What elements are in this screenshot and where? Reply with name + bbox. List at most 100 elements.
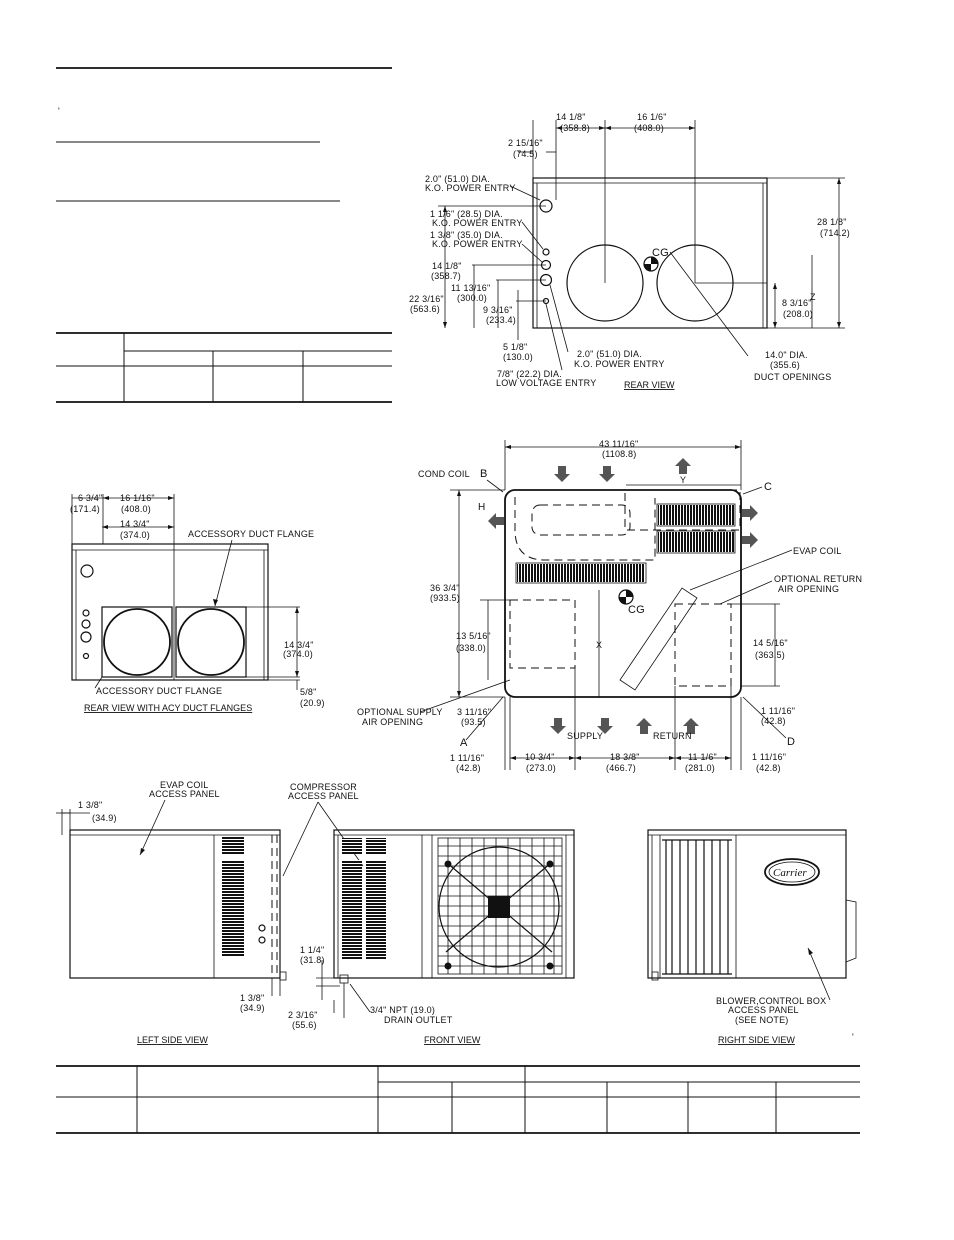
top-b-label: B [480, 468, 488, 480]
rear-dim-8-3-16-mm: (208.0) [783, 309, 813, 319]
right-blower-c: (SEE NOTE) [735, 1015, 789, 1025]
left-evap-access: EVAP COIL [160, 780, 209, 790]
rear-dim-5-1-8: 5 1/8" [503, 342, 527, 352]
top-c-label: C [764, 481, 772, 493]
carrier-logo-text: Carrier [773, 867, 807, 879]
top-dim-11-1-6-mm: (281.0) [685, 763, 715, 773]
top-opt-return: OPTIONAL RETURN [774, 574, 862, 584]
flange-dim-14-3-4-h: 14 3/4" [284, 640, 314, 650]
top-dim-36-3-4-mm: (933.5) [430, 593, 460, 603]
rear-ko-1-3-8-b: K.O. POWER ENTRY [432, 239, 523, 249]
small-table [56, 332, 392, 403]
rear-flange-view-title: REAR VIEW WITH ACY DUCT FLANGES [84, 703, 252, 713]
condenser-fan-grille [438, 838, 562, 974]
rear-ko-2-0-b: 2.0" (51.0) DIA. [577, 349, 642, 359]
top-dim-1-11-16-a-mm: (42.8) [456, 763, 481, 773]
top-dim-18-3-8: 18 3/8" [610, 752, 640, 762]
top-dim-1-11-16-b-mm: (42.8) [756, 763, 781, 773]
top-dim-1-11-16-a: 1 11/16" [450, 753, 484, 763]
carrier-logo [764, 858, 820, 886]
rear-dim-11-13-16-mm: (300.0) [457, 293, 487, 303]
flange-dim-14-3-4-w: 14 3/4" [120, 519, 150, 529]
front-view: 1 1/4" (31.8) 2 3/16" (55.6) 3/4" NPT (1… [288, 829, 575, 1045]
rear-dim-28-1-8-mm: (714.2) [820, 228, 850, 238]
flange-callout-top: ACCESSORY DUCT FLANGE [188, 529, 314, 539]
top-dim-36-3-4: 36 3/4" [430, 583, 460, 593]
left-dim-1-3-8-bot: 1 3/8" [240, 993, 264, 1003]
right-blower-b: ACCESS PANEL [728, 1005, 799, 1015]
rear-dim-14-1-8-h: 14 1/8" [432, 261, 462, 271]
rear-view-title: REAR VIEW [624, 380, 675, 390]
top-view: CG 43 11/16" (1108.8) Y 36 3/4" (933.5) … [357, 439, 862, 773]
rear-ko-1-1-6-b: K.O. POWER ENTRY [432, 218, 523, 228]
top-dim-3-11-16-mm: (93.5) [461, 717, 486, 727]
top-return-label: RETURN [653, 731, 692, 741]
rear-dim-16-1-6: 16 1/6" [637, 112, 667, 122]
left-dim-1-3-8-top-mm: (34.9) [92, 813, 117, 823]
rear-duct-14-b: DUCT OPENINGS [754, 372, 831, 382]
rear-dim-5-1-8-mm: (130.0) [503, 352, 533, 362]
rear-ko-2-0-a-b: K.O. POWER ENTRY [425, 183, 516, 193]
rear-dim-9-3-16: 9 3/16" [483, 305, 513, 315]
left-side-view: 1 3/8" (34.9) 1 3/8" (34.9) EVAP COIL AC… [56, 780, 364, 1045]
top-evap-coil: EVAP COIL [793, 546, 842, 556]
flange-callout-bottom: ACCESSORY DUCT FLANGE [96, 686, 222, 696]
top-opt-return-b: AIR OPENING [778, 584, 839, 594]
top-dim-1-11-16-c: 1 11/16" [761, 706, 795, 716]
rear-z-label: Z [810, 292, 816, 302]
flange-dim-14-3-4-w-mm: (374.0) [120, 530, 150, 540]
flange-dim-6-3-4-mm: (171.4) [70, 504, 100, 514]
rear-dim-8-3-16: 8 3/16" [782, 298, 812, 308]
rear-ko-1-1-6: 1 1/6" (28.5) DIA. [430, 209, 503, 219]
stray-mark-right: ' [852, 1032, 854, 1042]
rear-dim-14-1-8: 14 1/8" [556, 112, 586, 122]
rear-lv-7-8-b: LOW VOLTAGE ENTRY [496, 378, 596, 388]
header-rules: ' [56, 67, 392, 202]
top-dim-43-11-16: 43 11/16" [599, 439, 638, 449]
rear-dim-14-1-8-mm: (358.8) [560, 123, 590, 133]
flange-dim-14-3-4-h-mm: (374.0) [283, 649, 313, 659]
front-dim-1-1-4: 1 1/4" [300, 945, 324, 955]
top-dim-11-1-6: 11 1/6" [688, 752, 717, 762]
top-x-label: X [596, 640, 602, 650]
flange-dim-5-8: 5/8" [300, 687, 317, 697]
top-dim-3-11-16: 3 11/16" [457, 707, 491, 717]
front-view-title: FRONT VIEW [424, 1035, 481, 1045]
rear-dim-2-15-16: 2 15/16" [508, 138, 543, 148]
top-dim-43-11-16-mm: (1108.8) [602, 449, 636, 459]
left-dim-1-3-8-top: 1 3/8" [78, 800, 102, 810]
flange-dim-16-1-16: 16 1/16" [120, 493, 155, 503]
top-supply-label: SUPPLY [567, 731, 603, 741]
top-h-label: H [478, 502, 485, 513]
rear-ko-2-0-a: 2.0" (51.0) DIA. [425, 174, 490, 184]
rear-ko-2-0-b-b: K.O. POWER ENTRY [574, 359, 665, 369]
left-side-view-title: LEFT SIDE VIEW [137, 1035, 208, 1045]
top-cg-label: CG [628, 604, 645, 616]
rear-ko-1-3-8: 1 3/8" (35.0) DIA. [430, 230, 503, 240]
right-side-view-title: RIGHT SIDE VIEW [718, 1035, 795, 1045]
top-cond-coil: COND COIL [418, 469, 470, 479]
left-dim-1-3-8-bot-mm: (34.9) [240, 1003, 265, 1013]
top-dim-10-3-4: 10 3/4" [525, 752, 555, 762]
flange-dim-16-1-16-mm: (408.0) [121, 504, 151, 514]
front-drain: 3/4" NPT (19.0) [370, 1005, 435, 1015]
rear-lv-7-8: 7/8" (22.2) DIA. [497, 369, 562, 379]
rear-view: CG 14 1/8" (358.8) 16 1/6" (408.0) 2 15/… [409, 112, 850, 390]
rear-dim-2-15-16-mm: (74.5) [513, 149, 538, 159]
top-d-label: D [787, 736, 795, 748]
top-dim-13-5-16: 13 5/16" [456, 631, 491, 641]
front-dim-2-3-16-mm: (55.6) [292, 1020, 317, 1030]
front-dim-1-1-4-mm: (31.8) [300, 955, 325, 965]
front-drain-b: DRAIN OUTLET [384, 1015, 453, 1025]
rear-dim-11-13-16: 11 13/16" [451, 283, 490, 293]
top-dim-14-5-16-mm: (363.5) [755, 650, 785, 660]
bottom-table [56, 1065, 860, 1134]
right-coil-grille [662, 839, 732, 975]
right-side-view: Carrier BLOWER,CONTROL BOX ACCESS PANEL … [647, 829, 857, 1045]
top-opt-supply: OPTIONAL SUPPLY [357, 707, 443, 717]
rear-flange-view: 6 3/4" (171.4) 16 1/16" (408.0) 14 3/4" … [70, 493, 325, 713]
rear-duct-14-mm: (355.6) [770, 360, 800, 370]
rear-dim-22-3-16-mm: (563.6) [410, 304, 440, 314]
